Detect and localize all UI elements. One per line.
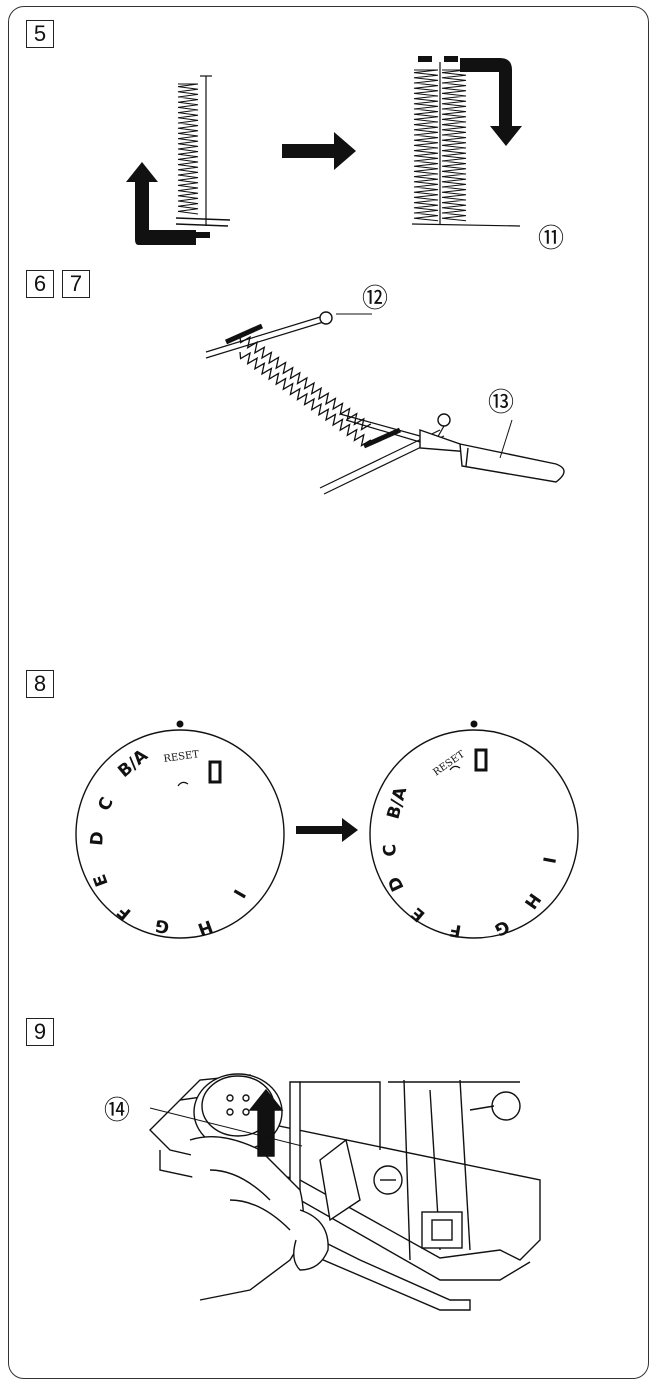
dial-right-letters: B/A C D E F G H I: [380, 784, 559, 941]
svg-text:B/A: B/A: [384, 784, 412, 821]
seam-ripper-illustration: [206, 312, 564, 494]
svg-text:E: E: [90, 871, 113, 889]
svg-text:G: G: [154, 915, 171, 937]
dial-right: [370, 721, 578, 938]
svg-text:F: F: [448, 919, 463, 941]
arrow-dial: [296, 818, 358, 842]
svg-text:C: C: [94, 794, 117, 814]
svg-text:C: C: [380, 843, 401, 857]
arrow-right: [282, 132, 356, 170]
svg-text:H: H: [195, 915, 215, 939]
svg-text:B/A: B/A: [114, 745, 152, 782]
svg-text:H: H: [520, 889, 545, 912]
svg-text:D: D: [384, 873, 408, 894]
buttonhole-left: [176, 76, 230, 226]
svg-text:E: E: [407, 903, 429, 926]
svg-text:D: D: [87, 831, 108, 847]
svg-text:I: I: [229, 886, 249, 901]
dial-left-reset: RESET: [163, 749, 200, 765]
dial-left-letters: B/A C D E F G H I: [87, 745, 249, 939]
buttonhole-foot-illustration: [150, 1074, 540, 1310]
svg-text:F: F: [113, 901, 135, 924]
dial-right-reset: RESET: [431, 749, 467, 779]
svg-text:I: I: [538, 855, 559, 865]
